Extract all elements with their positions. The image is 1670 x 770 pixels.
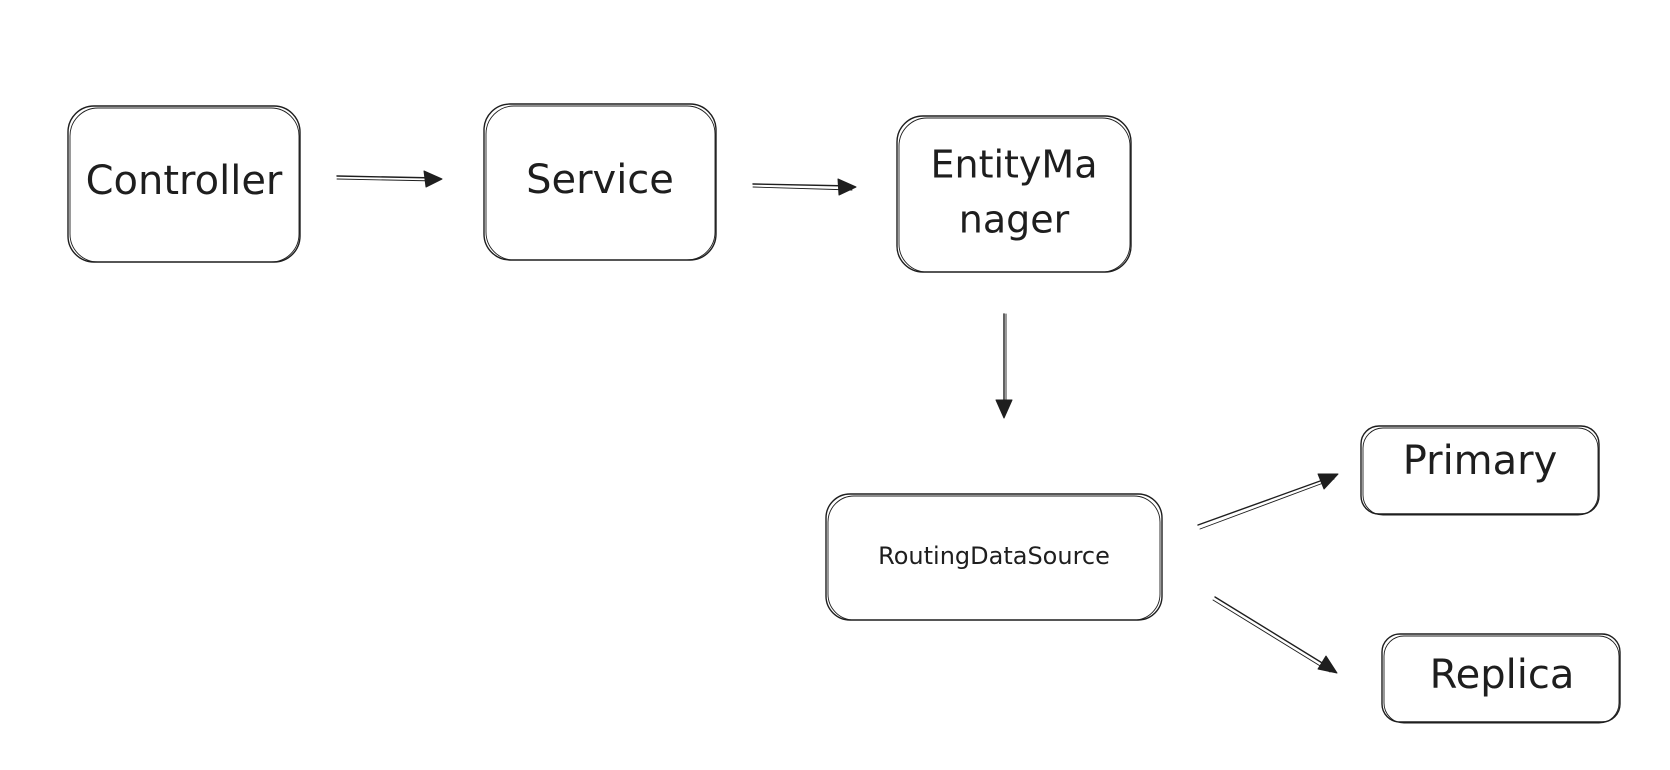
arrowhead-icon xyxy=(1317,655,1338,674)
node-entity-manager-label-line2: nager xyxy=(959,198,1070,242)
node-service[interactable]: Service xyxy=(483,103,717,261)
edge-entity-manager-to-routing xyxy=(995,313,1013,419)
arrowhead-icon xyxy=(995,399,1013,419)
node-routing-data-source[interactable]: RoutingDataSource xyxy=(825,493,1163,621)
node-primary-box-sketch xyxy=(1362,427,1599,516)
node-entity-manager[interactable]: EntityMa nager xyxy=(896,115,1132,273)
node-entity-manager-label-line1: EntityMa xyxy=(930,143,1097,187)
node-primary[interactable]: Primary xyxy=(1360,425,1600,516)
node-service-box-sketch xyxy=(485,105,716,261)
node-primary-label: Primary xyxy=(1403,438,1558,484)
node-service-label: Service xyxy=(526,157,674,203)
node-replica-label: Replica xyxy=(1430,652,1575,698)
node-controller-label: Controller xyxy=(86,158,283,204)
arrowhead-icon xyxy=(423,170,443,188)
node-replica-box xyxy=(1381,633,1621,723)
arrowhead-icon xyxy=(837,178,857,196)
node-replica[interactable]: Replica xyxy=(1381,633,1621,724)
node-controller-box-sketch xyxy=(69,107,300,263)
node-replica-box-sketch xyxy=(1383,635,1620,724)
edge-routing-to-primary xyxy=(1197,473,1339,530)
node-primary-box xyxy=(1360,425,1600,515)
arrowhead-icon xyxy=(1317,473,1339,490)
node-routing-data-source-label: RoutingDataSource xyxy=(878,542,1110,570)
node-entity-manager-box xyxy=(896,115,1132,273)
edge-controller-to-service xyxy=(336,170,443,188)
node-routing-data-source-box-sketch xyxy=(827,495,1161,621)
node-controller[interactable]: Controller xyxy=(67,105,301,263)
edge-service-to-entity-manager xyxy=(752,178,857,196)
edge-routing-to-replica xyxy=(1212,596,1338,674)
node-entity-manager-box-sketch xyxy=(898,117,1131,273)
